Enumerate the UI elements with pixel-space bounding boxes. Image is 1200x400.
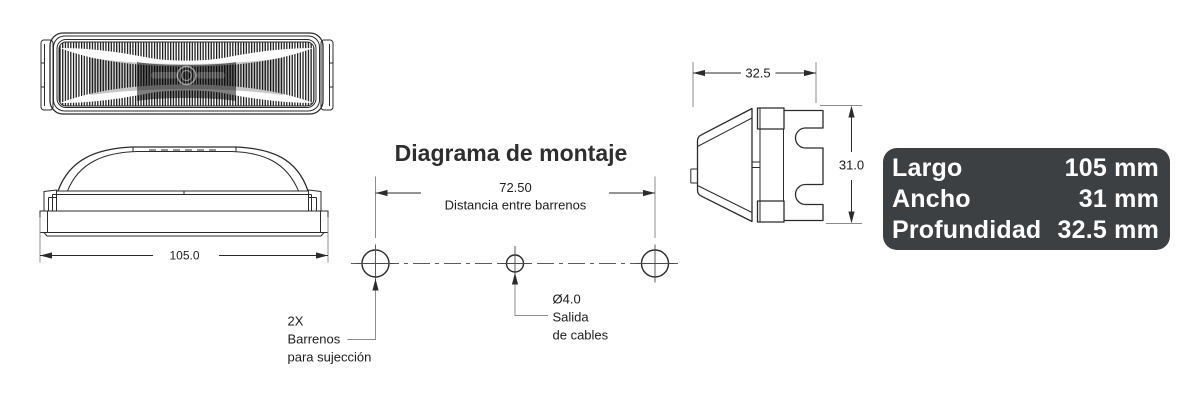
width-dimension: 32.5: [692, 62, 817, 107]
cable-note-line-3: de cables: [553, 328, 609, 343]
spec-row-ancho: Ancho 31 mm: [892, 184, 1159, 215]
front-lens: [58, 41, 315, 107]
hole-crosshairs: [356, 244, 674, 295]
fastener-note-line-3: para sujección: [288, 350, 372, 365]
front-left-tab: [40, 39, 54, 111]
width-dimension-label: 32.5: [745, 66, 770, 81]
front-right-tab: [320, 39, 334, 111]
mounting-title: Diagrama de montaje: [395, 140, 628, 166]
brand-logo: [151, 65, 225, 86]
hole-distance-dimension: 72.50 Distancia entre barrenos: [375, 176, 656, 238]
spec-label: Largo: [892, 153, 963, 182]
spec-label: Ancho: [892, 184, 971, 213]
leader-arrow-up: [372, 278, 379, 291]
specs-panel: Largo 105 mm Ancho 31 mm Profundidad 32.…: [883, 148, 1170, 250]
spec-row-largo: Largo 105 mm: [892, 153, 1159, 184]
lens-top-flare: [60, 48, 313, 67]
side-body-outline: [690, 107, 824, 223]
mounting-diagram: Diagrama de montaje 72.50 Distancia entr…: [288, 140, 683, 365]
spec-value: 32.5 mm: [1057, 215, 1159, 244]
lens-bottom-flare: [60, 84, 313, 103]
length-dimension-label: 105.0: [169, 249, 199, 263]
cable-note-line-2: Salida: [553, 310, 590, 325]
dim-arrow-left: [375, 189, 388, 197]
spec-value: 105 mm: [1064, 153, 1159, 182]
front-view: [40, 32, 334, 115]
dim-arrow-right: [643, 189, 655, 197]
dim-arrow-right: [804, 69, 816, 77]
dim-arrow-down: [848, 211, 855, 224]
hole-distance-label: Distancia entre barrenos: [445, 198, 587, 213]
side-view: 32.5 31.0: [690, 62, 864, 224]
dim-arrow-up: [848, 105, 855, 118]
profile-view: 105.0: [39, 146, 329, 263]
cable-note-line-1: Ø4.0: [553, 292, 581, 307]
spec-row-profundidad: Profundidad 32.5 mm: [892, 215, 1159, 246]
cable-outlet-callout: Ø4.0 Salida de cables: [511, 272, 609, 343]
height-dimension-label: 31.0: [839, 158, 864, 173]
dim-arrow-left: [693, 69, 705, 77]
spec-value: 31 mm: [1078, 184, 1159, 213]
side-top-foot: [756, 107, 785, 130]
length-dimension: 105.0: [39, 217, 329, 263]
lens-center-dark-block: [137, 62, 236, 101]
side-bracket: [783, 109, 824, 222]
height-dimension: 31.0: [820, 105, 864, 224]
front-housing-outline: [49, 32, 324, 115]
hole-distance-value: 72.50: [499, 180, 532, 195]
side-bottom-foot: [756, 200, 785, 223]
dim-arrow-right: [316, 252, 328, 259]
spec-label: Profundidad: [892, 215, 1042, 244]
dim-arrow-left: [40, 252, 52, 259]
fastener-note-line-1: 2X: [288, 314, 304, 329]
fastener-callout: 2X Barrenos para sujección: [288, 278, 379, 365]
profile-body-outline: [39, 146, 329, 237]
fastener-note-line-2: Barrenos: [288, 332, 341, 347]
leader-arrow-up: [511, 272, 519, 285]
